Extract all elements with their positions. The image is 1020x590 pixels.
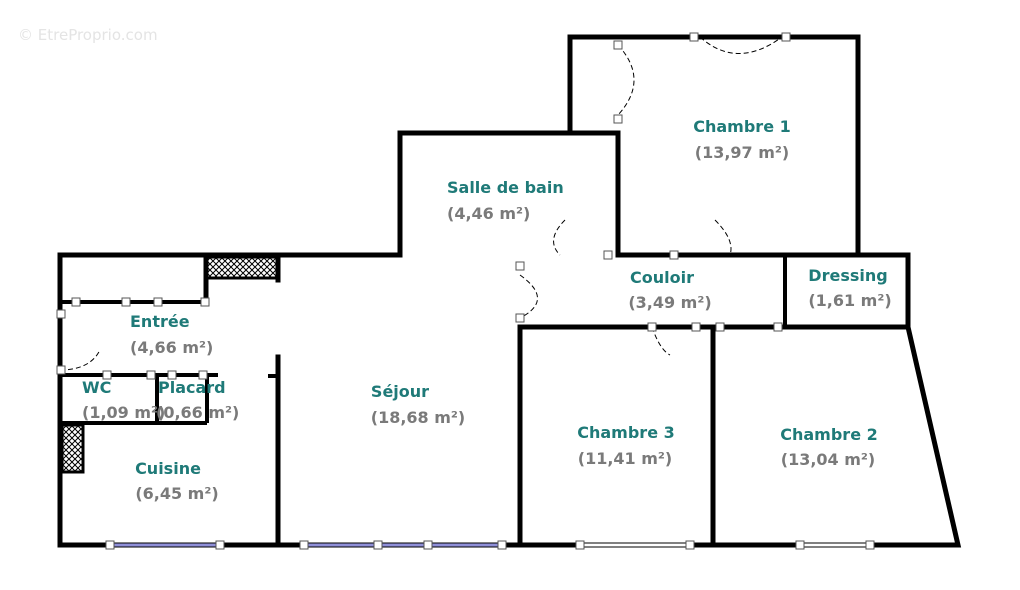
- room-labels: Chambre 1 (13,97 m²) Salle de bain (4,46 m…: [82, 117, 892, 503]
- room-name: Chambre 1: [693, 117, 791, 136]
- room-name: Entrée: [130, 312, 190, 331]
- room-entree: Entrée (4,66 m²): [130, 312, 213, 357]
- room-area: (13,04 m²): [781, 450, 875, 469]
- room-area: (6,45 m²): [135, 484, 218, 503]
- doors: [56, 32, 791, 380]
- hatched-duct: [60, 423, 85, 474]
- room-salle-de-bain: Salle de bain (4,46 m²): [447, 178, 564, 223]
- watermark: © EtreProprio.com: [18, 26, 158, 44]
- room-area: (4,46 m²): [447, 204, 530, 223]
- windows: [105, 540, 875, 550]
- room-area: (18,68 m²): [371, 408, 465, 427]
- room-area: (13,97 m²): [695, 143, 789, 162]
- room-name: Séjour: [371, 382, 429, 401]
- room-area: (0,66 m²): [156, 403, 239, 422]
- room-wc: WC (1,09 m²): [82, 378, 165, 422]
- room-cuisine: Cuisine (6,45 m²): [135, 459, 219, 503]
- room-name: WC: [82, 378, 111, 397]
- room-name: Dressing: [808, 266, 887, 285]
- room-chambre-3: Chambre 3 (11,41 m²): [577, 423, 675, 468]
- room-name: Chambre 2: [780, 425, 878, 444]
- room-area: (1,09 m²): [82, 403, 165, 422]
- room-name: Chambre 3: [577, 423, 675, 442]
- room-name: Salle de bain: [447, 178, 564, 197]
- room-name: Placard: [158, 378, 226, 397]
- room-chambre-2: Chambre 2 (13,04 m²): [780, 425, 878, 469]
- room-area: (4,66 m²): [130, 338, 213, 357]
- hatched-duct: [205, 255, 279, 280]
- room-area: (3,49 m²): [628, 293, 711, 312]
- room-placard: Placard (0,66 m²): [156, 378, 239, 422]
- room-name: Cuisine: [135, 459, 201, 478]
- room-name: Couloir: [630, 268, 694, 287]
- room-couloir: Couloir (3,49 m²): [628, 268, 711, 312]
- room-chambre-1: Chambre 1 (13,97 m²): [693, 117, 791, 162]
- room-area: (11,41 m²): [578, 449, 672, 468]
- room-dressing: Dressing (1,61 m²): [808, 266, 891, 310]
- room-area: (1,61 m²): [808, 291, 891, 310]
- room-sejour: Séjour (18,68 m²): [371, 382, 465, 427]
